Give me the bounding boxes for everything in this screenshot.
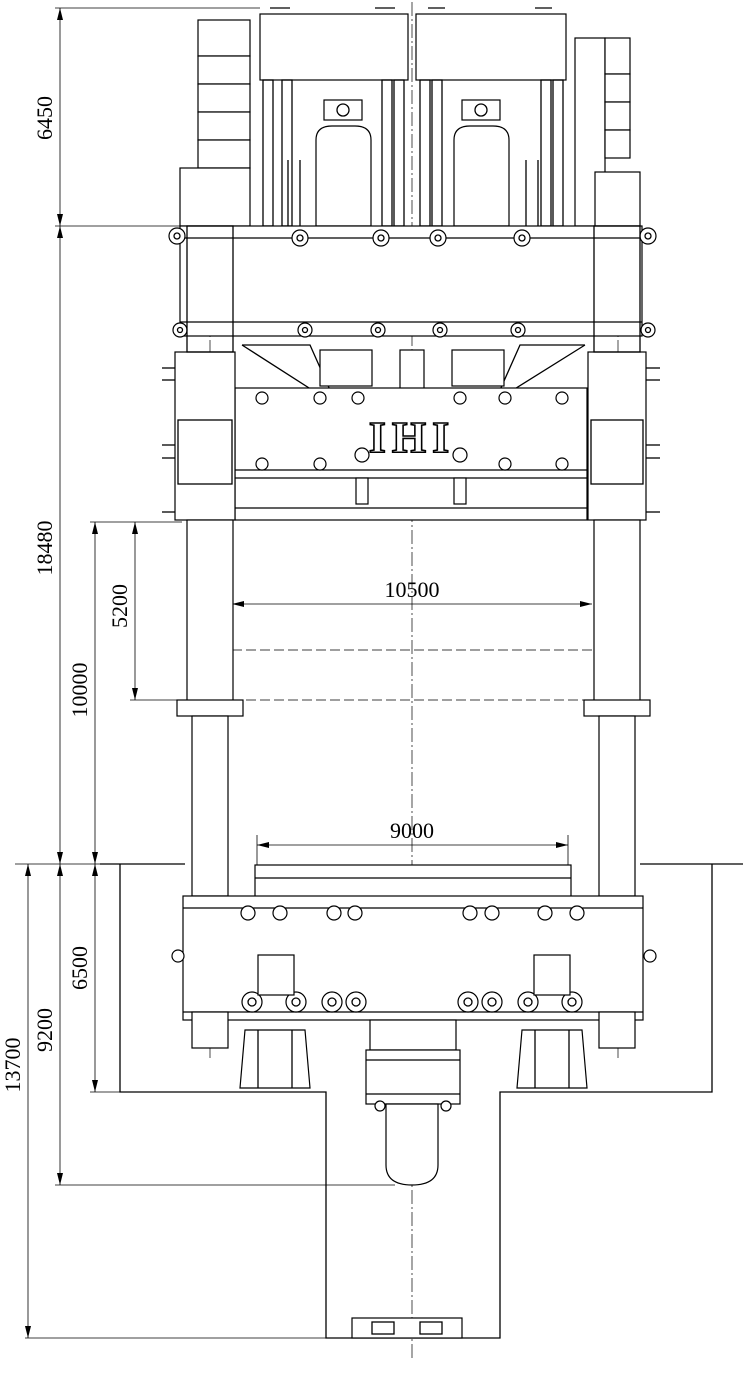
dim-pit-depth: 13700	[0, 1038, 25, 1093]
bottom-cylinders	[239, 1019, 588, 1186]
moving-crosshead	[234, 344, 588, 521]
ihi-logo: IHI	[369, 413, 455, 462]
dim-stroke: 5200	[107, 584, 132, 628]
dimension-lines	[15, 7, 592, 1339]
dim-base-height-mid: 9200	[32, 1008, 57, 1052]
dim-top-height: 6450	[32, 96, 57, 140]
dim-total-frame-height: 18480	[32, 521, 57, 576]
top-cylinder-assembly	[179, 7, 641, 227]
upper-crown	[168, 225, 657, 338]
dim-base-height-inner: 6500	[67, 946, 92, 990]
foundation-pit	[100, 863, 743, 1339]
dim-daylight: 10000	[67, 663, 92, 718]
side-guides	[162, 351, 660, 521]
lower-bed	[171, 864, 657, 1049]
